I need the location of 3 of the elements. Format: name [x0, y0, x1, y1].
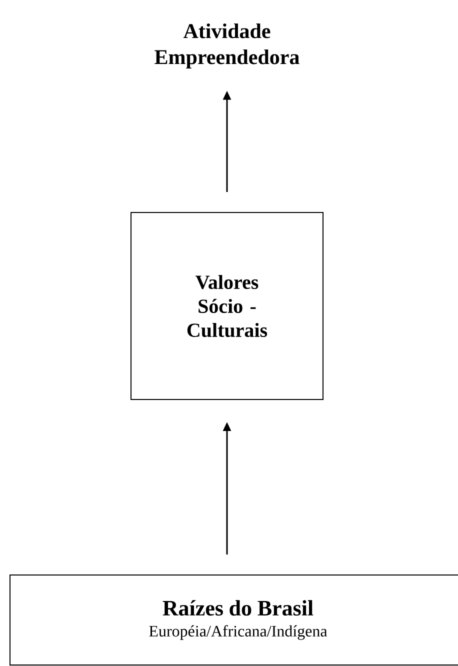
process-box: Valores Sócio - Culturais — [130, 212, 324, 400]
source-box: Raízes do Brasil Européia/Africana/Indígena — [10, 574, 458, 666]
heading-text: Atividade Empreendedora — [154, 23, 300, 69]
